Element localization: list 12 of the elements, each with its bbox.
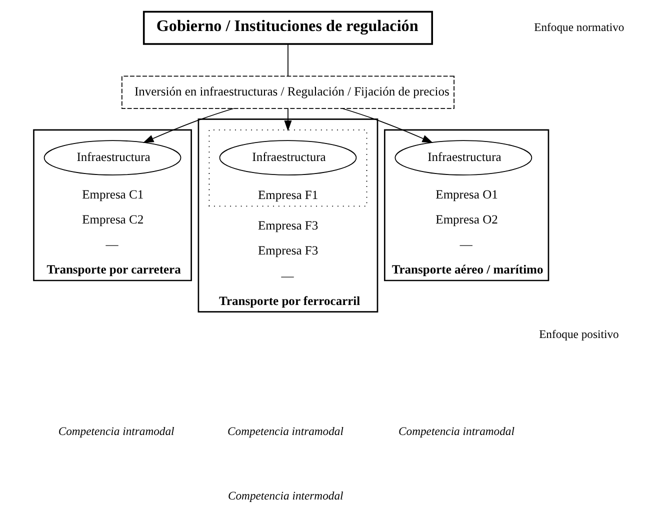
node-box: Gobierno / Instituciones de regulación: [142, 10, 433, 45]
arrow: [284, 108, 292, 132]
label: Competencia intermodal: [228, 489, 344, 502]
label: Enfoque positivo: [539, 328, 619, 342]
node-ellipse: Infraestructura: [219, 140, 357, 176]
node-ellipse: Infraestructura: [394, 140, 532, 176]
node-box: Inversión en infraestructuras / Regulación / Fijación de precios: [121, 76, 454, 109]
label: Competencia intramodal: [228, 424, 344, 438]
label: Competencia intramodal: [398, 424, 514, 438]
label: Enfoque normativo: [534, 20, 624, 34]
label: Competencia intramodal: [58, 424, 174, 438]
node-ellipse: Infraestructura: [44, 140, 182, 176]
